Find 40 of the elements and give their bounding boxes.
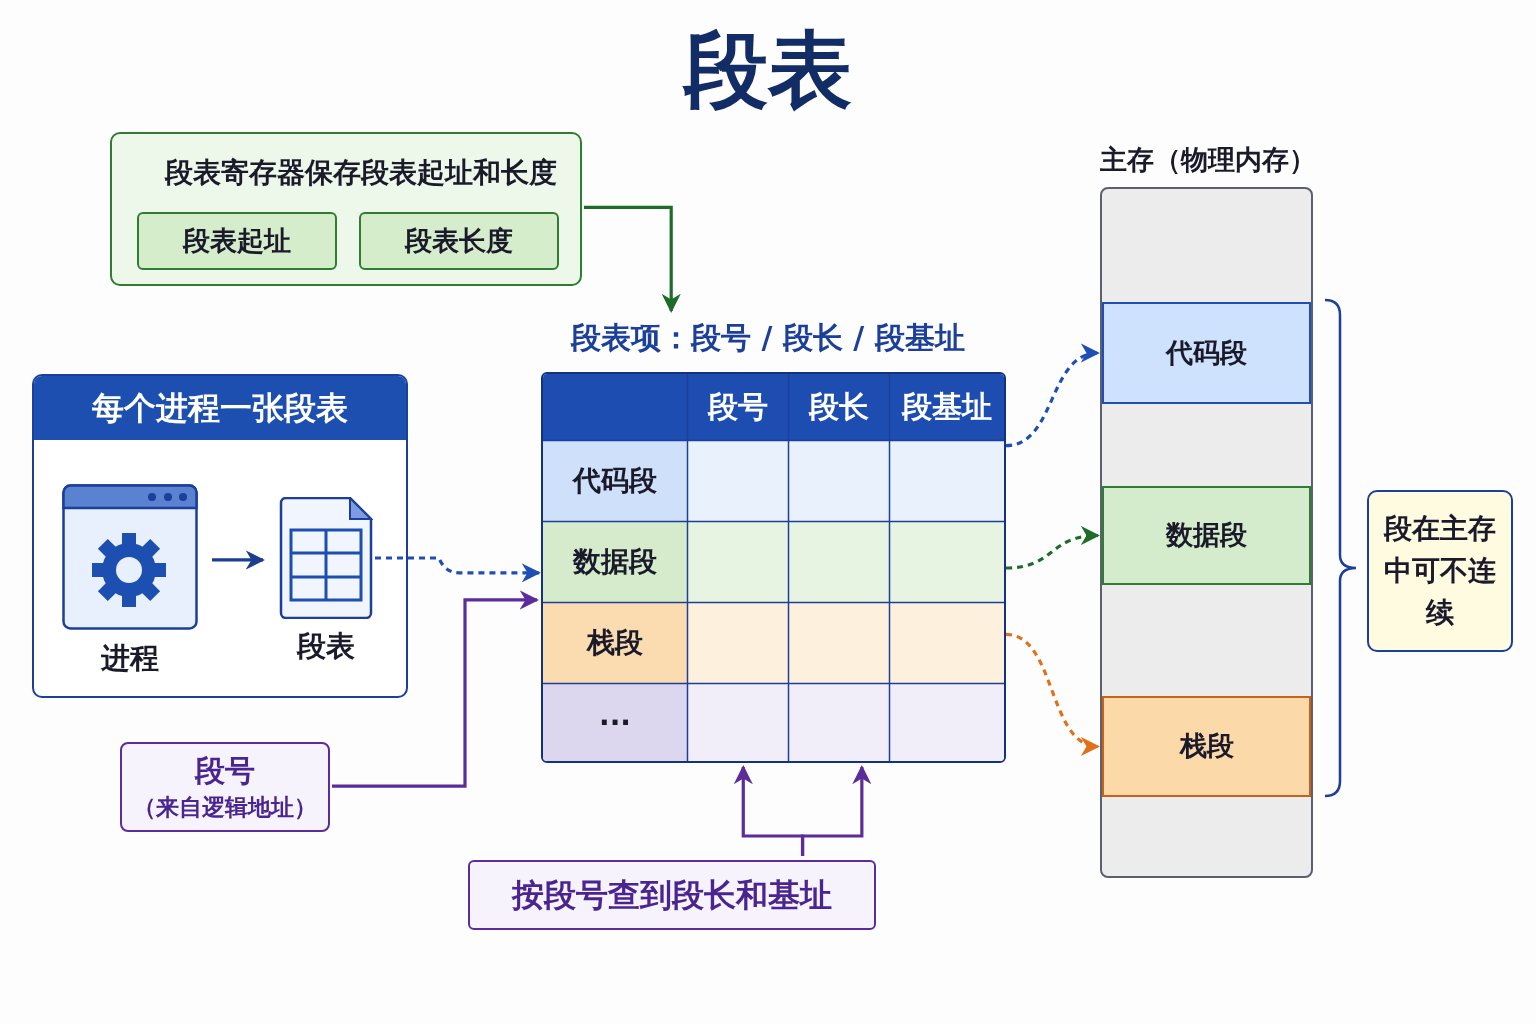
column-header: 段基址: [900, 388, 993, 426]
table-row: [543, 602, 1004, 683]
column-header: 段长: [807, 388, 870, 426]
row-label: ···: [598, 705, 632, 739]
input-title: 段号: [195, 752, 255, 790]
table-row: [543, 683, 1004, 761]
row-label: 代码段: [571, 462, 658, 499]
arrow: [1005, 526, 1100, 570]
icon-caption: 段表: [295, 628, 356, 665]
lookup-box: 按段号查到段长和基址: [468, 860, 876, 930]
row-label: 数据段: [571, 543, 658, 580]
register-field-box: 段表长度: [359, 212, 559, 270]
row-label: 栈段: [585, 624, 644, 661]
arrow: [375, 556, 541, 583]
column-header: 段号: [706, 388, 769, 426]
table-row: [543, 440, 1004, 521]
register-field-box: 段表起址: [137, 212, 337, 270]
register-panel: [110, 132, 582, 286]
icon-caption: 进程: [99, 640, 160, 677]
memory-segment: 栈段: [1102, 696, 1311, 797]
document-table-icon: [279, 497, 373, 619]
memory-segment: 数据段: [1102, 486, 1311, 585]
note-box: 段在主存中可不连续: [1367, 490, 1513, 652]
input-note: （来自逻辑地址）: [133, 793, 317, 822]
arrow: [1005, 346, 1100, 448]
arrow: [800, 765, 872, 856]
window-gear-icon: [62, 484, 198, 630]
input-box: [120, 742, 330, 832]
table-heading: 段表项：段号 / 段长 / 段基址: [571, 319, 966, 357]
diagram-title: 段表: [681, 20, 853, 121]
memory-heading: 主存（物理内存）: [1100, 143, 1316, 177]
arrow: [212, 550, 265, 570]
process-panel: [32, 374, 408, 698]
memory-segment: 代码段: [1102, 302, 1311, 404]
arrow: [584, 205, 681, 313]
table-row: [543, 521, 1004, 602]
arrow: [332, 590, 539, 788]
arrow: [1005, 632, 1100, 753]
panel-title: 段表寄存器保存段表起址和长度: [163, 155, 558, 191]
panel-header: 每个进程一张段表: [34, 376, 406, 440]
